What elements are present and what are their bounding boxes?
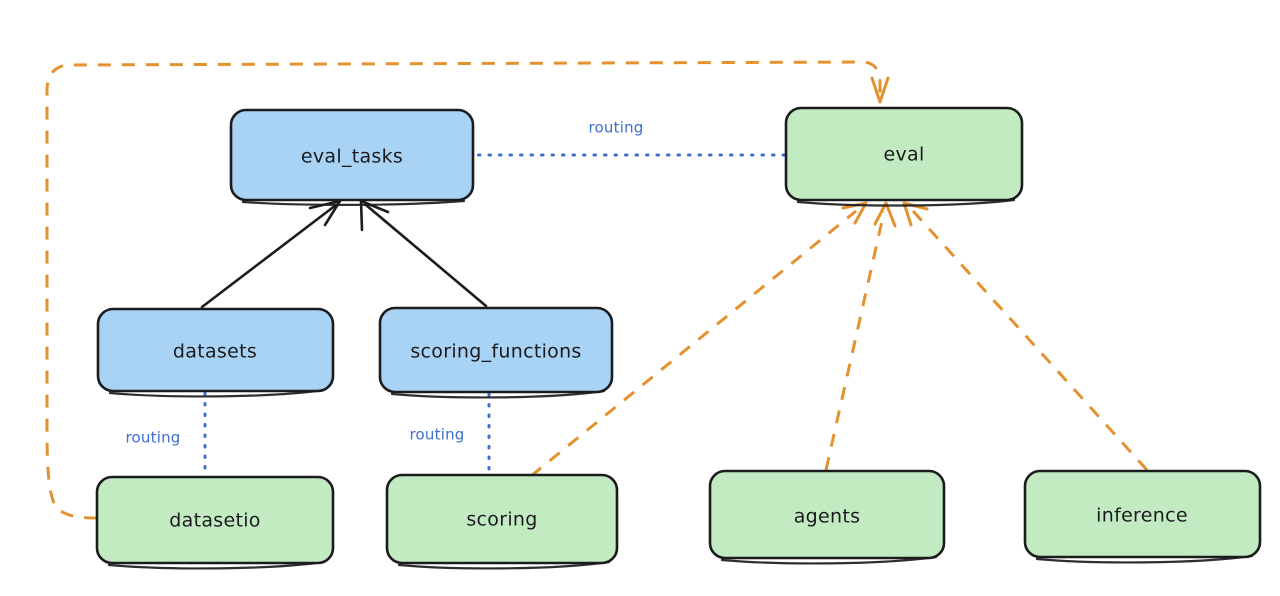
- node-label-inference: inference: [1096, 505, 1188, 527]
- node-eval_tasks[interactable]: eval_tasks: [229, 108, 475, 206]
- edge-scoring_functions-to-eval_tasks[interactable]: [359, 199, 488, 308]
- node-label-scoring_functions: scoring_functions: [410, 341, 581, 363]
- node-scoring[interactable]: scoring: [385, 473, 619, 570]
- node-label-eval_tasks: eval_tasks: [301, 146, 403, 168]
- edge-datasets-to-eval_tasks[interactable]: [200, 199, 342, 309]
- edge-inference-to-eval[interactable]: [902, 201, 1149, 472]
- edge-label-routing-scoring: routing: [410, 426, 465, 444]
- node-label-datasets: datasets: [173, 341, 257, 363]
- node-datasets[interactable]: datasets: [96, 307, 335, 398]
- node-label-eval: eval: [883, 144, 924, 166]
- node-label-datasetio: datasetio: [169, 510, 260, 532]
- edge-datasetio-to-eval[interactable]: [45, 60, 890, 520]
- node-label-scoring: scoring: [466, 509, 537, 531]
- node-scoring_functions[interactable]: scoring_functions: [378, 306, 614, 399]
- edge-label-routing-datasetio: routing: [126, 429, 181, 447]
- edge-label-routing-eval: routing: [589, 119, 644, 137]
- node-inference[interactable]: inference: [1023, 469, 1262, 564]
- node-agents[interactable]: agents: [708, 469, 946, 565]
- edge-agents-to-eval[interactable]: [824, 201, 897, 471]
- edge-scoring-to-eval[interactable]: [530, 201, 868, 478]
- node-eval[interactable]: eval: [784, 106, 1024, 207]
- node-datasetio[interactable]: datasetio: [95, 475, 335, 570]
- node-label-agents: agents: [794, 506, 861, 528]
